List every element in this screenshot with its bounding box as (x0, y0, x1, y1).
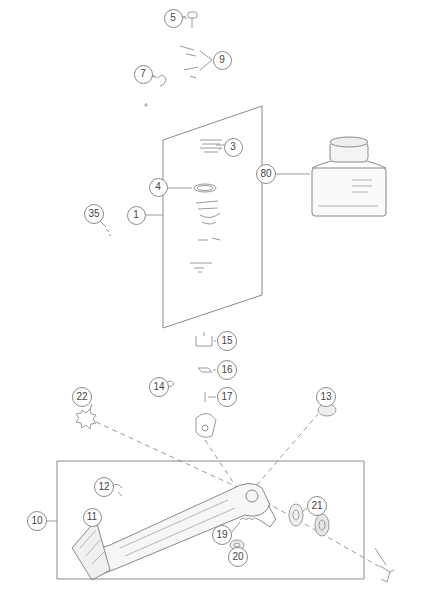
callout-circle: 10 (27, 511, 47, 531)
clevis (166, 381, 216, 437)
callout-circle: 7 (134, 65, 153, 84)
callout-number: 12 (98, 482, 109, 492)
callout-circle: 17 (217, 387, 237, 407)
callout-circle: 3 (224, 138, 243, 157)
callout-circle: 1 (127, 206, 146, 225)
callout-number: 20 (232, 552, 243, 562)
callout-circle: 21 (307, 496, 327, 516)
callout-circle: 16 (217, 360, 237, 380)
assembly-border (57, 461, 364, 579)
assembly-border (163, 106, 262, 328)
callout-number: 14 (153, 382, 164, 392)
callout-number: 11 (87, 512, 97, 522)
callout-circle: 9 (213, 51, 232, 70)
callout-number: 13 (320, 392, 331, 402)
pushrod-parts (196, 332, 216, 402)
pedal-tip (72, 520, 110, 580)
callout-number: 22 (76, 392, 87, 402)
callout-number: 21 (311, 501, 322, 511)
callout-circle: 35 (84, 204, 104, 224)
callout-circle: 5 (164, 9, 183, 28)
callout-circle: 14 (149, 377, 169, 397)
callout-number: 80 (260, 169, 271, 179)
brake-pedal (80, 483, 276, 578)
callout-circle: 20 (228, 547, 248, 567)
callout-circle: 22 (72, 387, 92, 407)
callout-number: 35 (88, 209, 99, 219)
piston-parts (190, 140, 222, 272)
callout-number: 3 (230, 142, 236, 152)
screw (103, 224, 111, 236)
fluid-bottle (312, 137, 386, 216)
callout-number: 19 (216, 530, 227, 540)
callout-number: 9 (219, 55, 225, 65)
screw (183, 12, 197, 28)
callout-number: 1 (133, 210, 139, 220)
bolt (380, 566, 394, 582)
callout-number: 16 (221, 365, 232, 375)
callout-number: 10 (31, 516, 42, 526)
assembly-box: 134 (163, 105, 263, 330)
callout-circle: 13 (316, 387, 336, 407)
spring (240, 518, 258, 520)
callout-circle: 11 (83, 508, 102, 527)
callout-circle: 4 (149, 178, 168, 197)
callout-circle: 12 (94, 477, 114, 497)
callout-number: 7 (140, 69, 146, 79)
o-ring (194, 184, 216, 192)
callout-number: 17 (221, 392, 232, 402)
clip (180, 46, 212, 78)
callout-circle: 19 (212, 525, 232, 545)
star-washer (76, 409, 96, 429)
callout-circle: 15 (217, 331, 237, 351)
callout-circle: 80 (256, 164, 276, 184)
assembly-outline (163, 105, 263, 330)
callout-number: 15 (221, 336, 232, 346)
assembly-box: 101211192021 (57, 461, 365, 580)
callout-number: 5 (170, 13, 176, 23)
callout-number: 4 (155, 182, 161, 192)
